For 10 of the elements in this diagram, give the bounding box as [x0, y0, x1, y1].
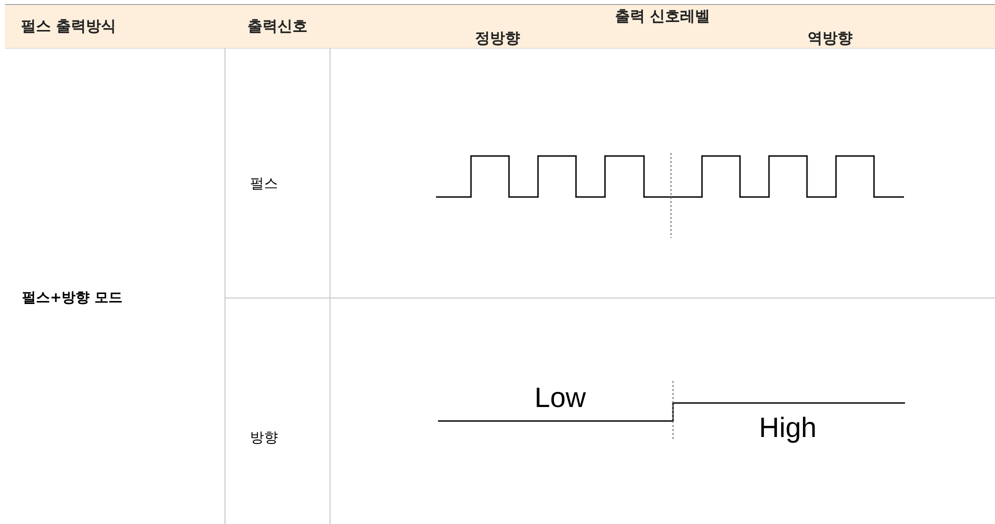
column-header: 출력 신호레벨 [330, 5, 995, 28]
level-label: High [759, 412, 817, 444]
signal-name: 방향 [250, 429, 278, 447]
column-header: 역방향 [665, 28, 995, 48]
signal-name: 펄스 [250, 175, 278, 193]
column-header: 출력신호 [225, 5, 330, 48]
column-header: 정방향 [330, 28, 665, 48]
column-header: 펄스 출력방식 [5, 5, 225, 48]
level-label: Low [534, 382, 586, 414]
row-header: 펄스+방향 모드 [22, 289, 123, 307]
